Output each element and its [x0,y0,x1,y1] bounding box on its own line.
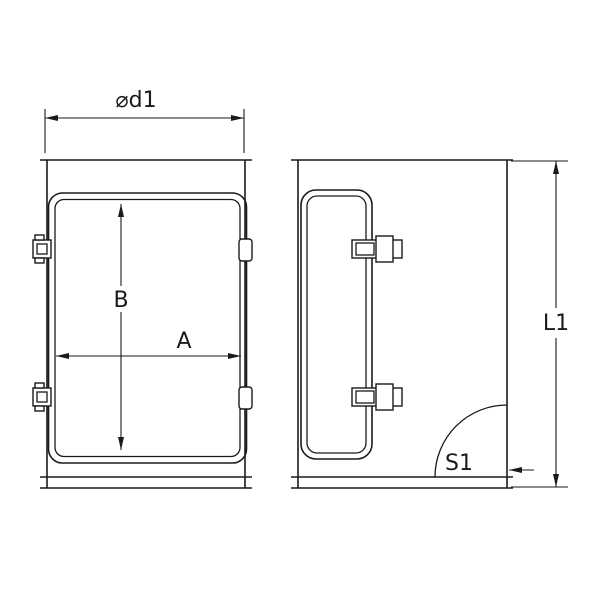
door-profile-outer [300,189,373,460]
corner-arc [434,404,508,478]
door-outer-outline [47,192,248,464]
latch-pin-lower [34,405,45,412]
latch-pin-lower [34,257,45,264]
keeper-plate [238,386,253,410]
access-door-front [47,192,248,464]
door-inner-outline [54,198,241,458]
latch-bottom-side [351,383,403,411]
dimension-L1: L1 [511,160,569,488]
dimension-label-d1: ⌀d1 [115,88,156,113]
latch-clamp [355,242,375,256]
dimension-label-S1: S1 [445,451,473,476]
latch-body [32,387,52,407]
latch-top-front [32,234,52,264]
door-profile-inner [306,195,367,454]
dimension-label-L1: L1 [543,311,569,336]
latch-toggle [375,383,394,411]
dimension-B: B [113,204,129,450]
latch-inner [36,243,48,255]
latch-pin-upper [34,382,45,389]
access-door-side-profile [300,189,373,460]
latch-top-side [351,235,403,263]
latch-inner [36,391,48,403]
dimension-d1: ⌀d1 [44,88,245,153]
latch-body [32,239,52,259]
latch-bottom-front [32,382,52,412]
keeper-bottom-front [238,386,253,410]
front-view: ⌀d1 B A [32,88,253,489]
latch-pin-upper [34,234,45,241]
duct-body-side [291,159,513,489]
side-view: S1 L1 [291,159,569,489]
keeper-top-front [238,238,253,262]
dimension-label-B: B [113,288,128,313]
dimension-A: A [56,329,241,359]
dimension-label-A: A [176,329,191,354]
latch-toggle [375,235,394,263]
duct-body-front [40,159,252,489]
keeper-plate [238,238,253,262]
callout-S1: S1 [445,451,534,476]
latch-clamp [355,390,375,404]
